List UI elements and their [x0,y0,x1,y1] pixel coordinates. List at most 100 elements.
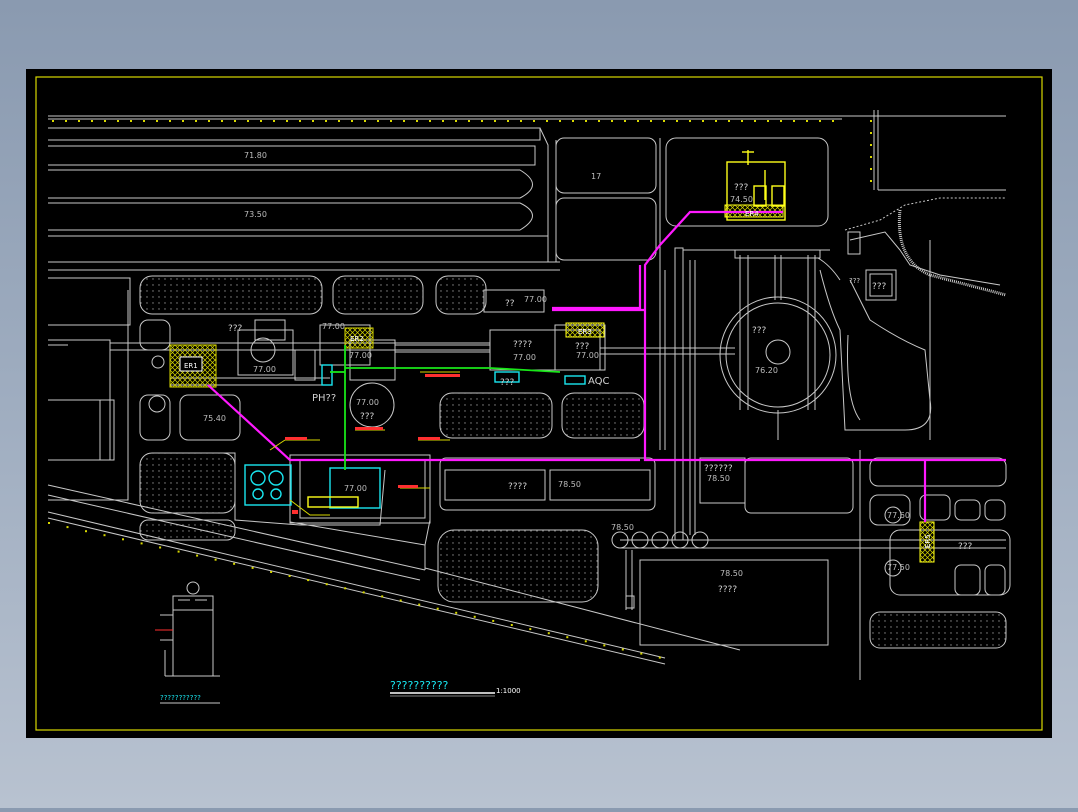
elev-label: 78.50 [611,523,634,532]
fence-post [403,120,405,122]
rail-marker [307,579,310,582]
area-label: ??? [958,542,973,552]
fence-post [689,120,691,122]
rail-marker [455,611,458,614]
elev-label: 77.50 [887,563,910,572]
fence-post [780,120,782,122]
rail-marker [399,599,402,602]
transformer-er2[interactable] [344,327,374,349]
fence-post [715,120,717,122]
fence-post [247,120,249,122]
er-label: ER5 [924,534,932,548]
elevation-labels: 71.80 73.50 17 77.00 77.00 77.00 77.00 7… [203,151,910,578]
cyan-equipment [244,364,586,509]
fence-post [182,120,184,122]
area-label: ??? [500,378,515,388]
fence-post [676,120,678,122]
fence-post [234,120,236,122]
fence-post [702,120,704,122]
fence-post [429,120,431,122]
elev-label: 74.50 [730,195,753,204]
rail-marker [196,554,199,557]
rail-marker [584,640,587,643]
fence-post [728,120,730,122]
er-label: ER3 [578,328,592,336]
fence-post [611,120,613,122]
area-labels: ?? ??? ???? ??? ??? ??? ??? ??? ???? ???… [228,183,973,595]
fence-post [104,120,106,122]
clarifier-tank [659,138,932,541]
fence-post [156,120,158,122]
fence-post [416,120,418,122]
rail-marker [48,522,50,524]
fence-post [546,120,548,122]
elev-label: 77.00 [524,295,547,304]
fence-post [130,120,132,122]
rail-marker [529,628,532,631]
drawing-frame [35,76,1043,731]
elev-label: 77.00 [322,322,345,331]
transformer-er3[interactable] [565,322,605,338]
fence-post [351,120,353,122]
fence-post [312,120,314,122]
er-label: ER4 [745,210,759,218]
fence-post [870,144,872,146]
area-label: ?????? [704,464,733,474]
elev-label: 77.00 [513,353,536,362]
fence-post [870,132,872,134]
area-label: ???? [508,482,527,492]
detail-title: ??????????? [160,694,201,702]
rail-marker [325,583,328,586]
fence-post [481,120,483,122]
fence-post [663,120,665,122]
rail-marker [640,652,643,655]
rail-marker [362,591,365,594]
drawing-scale: 1:1000 [496,687,521,695]
central-buildings [110,289,735,526]
rail-marker [344,587,347,590]
substation-box[interactable] [726,150,786,221]
transformer-er1[interactable] [169,344,217,388]
elev-label: 78.50 [707,474,730,483]
rail-marker [122,538,124,541]
rail-marker [85,530,87,533]
fence-post [598,120,600,122]
area-label: ??? [752,326,767,336]
area-label: ??? [734,183,749,193]
fence-post [870,120,872,122]
green-cable [330,345,561,470]
magenta-cable [207,210,1006,522]
landscape-blocks [139,275,1007,649]
ne-road [844,197,1007,301]
elev-label: 78.50 [720,569,743,578]
fence-posts [52,120,872,182]
area-label: ??? [575,342,590,352]
area-label: ??? [228,324,243,334]
fence-post [870,168,872,170]
fence-post [338,120,340,122]
fence-post [78,120,80,122]
elev-label: 77.00 [253,365,276,374]
area-label: ???? [718,585,737,595]
transformer-labels: ER1 ER2 ER3 ER4 ER5 [184,210,932,548]
detail-sketch [155,581,220,704]
area-label: PH?? [312,393,336,404]
fence-post [299,120,301,122]
drawing-title: ?????????? [390,679,449,692]
fence-post [624,120,626,122]
rail-marker [159,546,162,549]
fence-post [650,120,652,122]
transformer-er5[interactable] [919,521,935,563]
elev-label: 76.20 [755,366,778,375]
rail-marker [658,656,661,659]
rail-marker [510,624,513,626]
fence-post [507,120,509,122]
rail-marker [566,636,569,639]
fence-post [325,120,327,122]
rail-marker [492,619,495,622]
fence-post [143,120,145,122]
fence-post [260,120,262,122]
fence-post [468,120,470,122]
rail-marker [436,607,439,610]
